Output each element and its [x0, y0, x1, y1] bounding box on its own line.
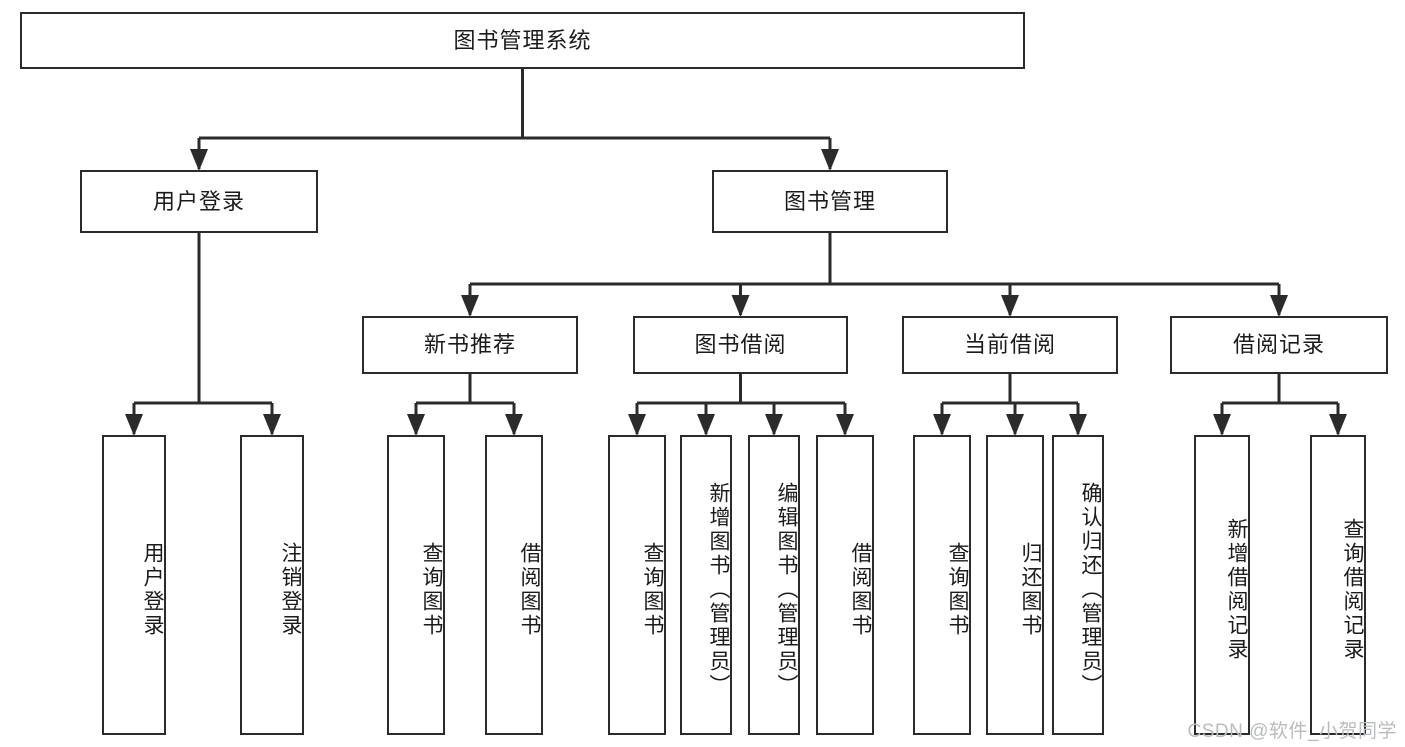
node-leaf-confirm-return-admin[interactable]: 确认归还（管理员）: [1052, 435, 1104, 735]
node-label: 新增图书（管理员）: [707, 482, 730, 698]
node-label: 借阅记录: [1232, 332, 1325, 358]
node-leaf-add-book-admin[interactable]: 新增图书（管理员）: [680, 435, 732, 735]
node-label: 用户登录: [152, 188, 245, 214]
node-label: 归还图书: [1019, 542, 1042, 638]
node-leaf-return-book[interactable]: 归还图书: [986, 435, 1044, 735]
node-label: 编辑图书（管理员）: [775, 482, 798, 698]
node-label: 图书管理: [783, 188, 876, 214]
node-leaf-query-book-cur[interactable]: 查询图书: [913, 435, 971, 735]
node-root[interactable]: 图书管理系统: [20, 12, 1025, 69]
node-leaf-borrow-book[interactable]: 借阅图书: [816, 435, 874, 735]
node-label: 图书管理系统: [453, 27, 592, 53]
node-leaf-user-login[interactable]: 用户登录: [102, 435, 166, 735]
node-book-borrow[interactable]: 图书借阅: [633, 316, 848, 374]
node-leaf-borrow-book-rec[interactable]: 借阅图书: [485, 435, 543, 735]
node-leaf-user-logout[interactable]: 注销登录: [240, 435, 304, 735]
node-label: 借阅图书: [518, 542, 541, 638]
node-new-book-recommend[interactable]: 新书推荐: [362, 316, 578, 374]
node-label: 查询图书: [946, 542, 969, 638]
node-current-borrow[interactable]: 当前借阅: [902, 316, 1118, 374]
node-label: 新增借阅记录: [1225, 518, 1248, 662]
node-label: 查询借阅记录: [1341, 518, 1364, 662]
node-label: 当前借阅: [963, 332, 1056, 358]
node-leaf-query-book-borrow[interactable]: 查询图书: [608, 435, 666, 735]
node-leaf-edit-book-admin[interactable]: 编辑图书（管理员）: [748, 435, 800, 735]
node-label: 用户登录: [141, 542, 164, 638]
node-label: 注销登录: [279, 542, 302, 638]
node-label: 借阅图书: [849, 542, 872, 638]
node-user-login[interactable]: 用户登录: [80, 170, 318, 233]
node-book-manage[interactable]: 图书管理: [712, 170, 948, 233]
node-label: 查询图书: [641, 542, 664, 638]
node-label: 图书借阅: [694, 332, 787, 358]
node-leaf-add-borrow-record[interactable]: 新增借阅记录: [1194, 435, 1250, 735]
node-leaf-query-borrow-record[interactable]: 查询借阅记录: [1310, 435, 1366, 735]
node-label: 查询图书: [420, 542, 443, 638]
node-label: 新书推荐: [423, 332, 516, 358]
watermark-text: CSDN @软件_小贺同学: [1187, 721, 1397, 742]
node-label: 确认归还（管理员）: [1079, 482, 1102, 698]
node-borrow-record[interactable]: 借阅记录: [1170, 316, 1388, 374]
node-leaf-query-book-rec[interactable]: 查询图书: [387, 435, 445, 735]
